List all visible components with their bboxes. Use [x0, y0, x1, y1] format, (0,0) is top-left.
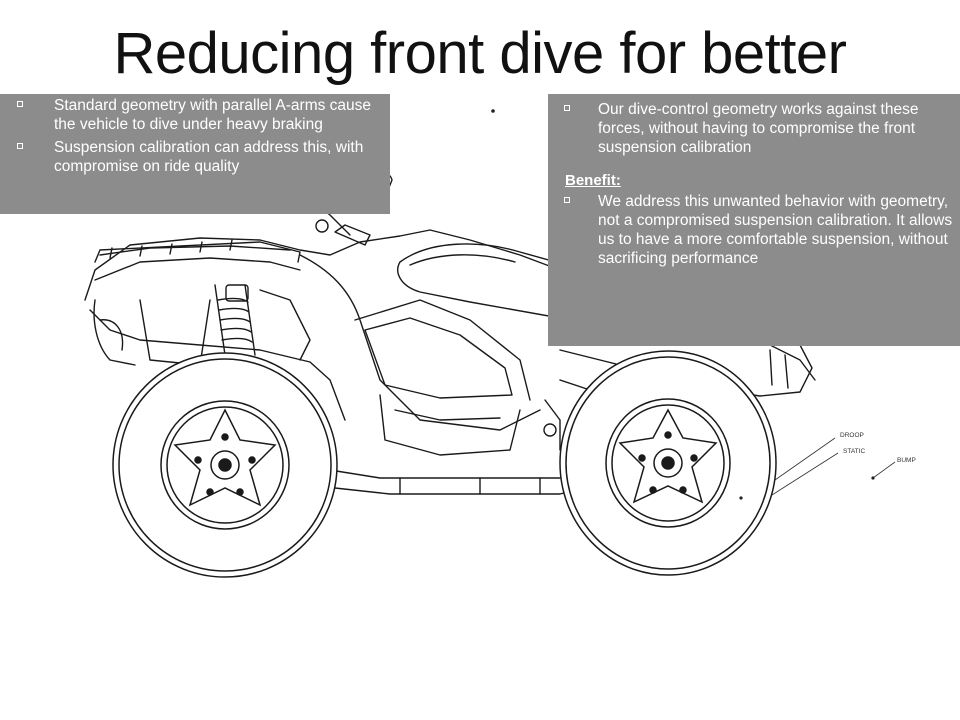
label-droop: DROOP	[840, 432, 864, 439]
right-text-box: Our dive-control geometry works against …	[548, 94, 960, 346]
square-bullet-icon	[17, 101, 23, 107]
list-item: We address this unwanted behavior with g…	[548, 192, 960, 268]
square-bullet-icon	[564, 197, 570, 203]
square-bullet-icon	[564, 105, 570, 111]
bullet-text: We address this unwanted behavior with g…	[598, 193, 953, 267]
benefit-bullet-list: We address this unwanted behavior with g…	[548, 192, 960, 268]
left-bullet-list: Standard geometry with parallel A-arms c…	[0, 94, 390, 176]
front-wheel	[112, 352, 338, 578]
list-item: Suspension calibration can address this,…	[0, 138, 390, 176]
label-bump: BUMP	[897, 457, 916, 464]
list-item: Our dive-control geometry works against …	[548, 100, 960, 157]
slide-title: Reducing front dive for better	[113, 21, 847, 86]
benefit-heading: Benefit:	[565, 172, 621, 189]
bullet-text: Suspension calibration can address this,…	[54, 139, 364, 175]
label-static: STATIC	[843, 448, 865, 455]
bullet-text: Our dive-control geometry works against …	[598, 101, 919, 156]
list-item: Standard geometry with parallel A-arms c…	[0, 96, 390, 134]
rear-wheel	[559, 350, 777, 576]
left-text-box: Standard geometry with parallel A-arms c…	[0, 94, 390, 214]
right-bullet-list: Our dive-control geometry works against …	[548, 94, 960, 157]
square-bullet-icon	[17, 143, 23, 149]
bullet-text: Standard geometry with parallel A-arms c…	[54, 97, 372, 133]
